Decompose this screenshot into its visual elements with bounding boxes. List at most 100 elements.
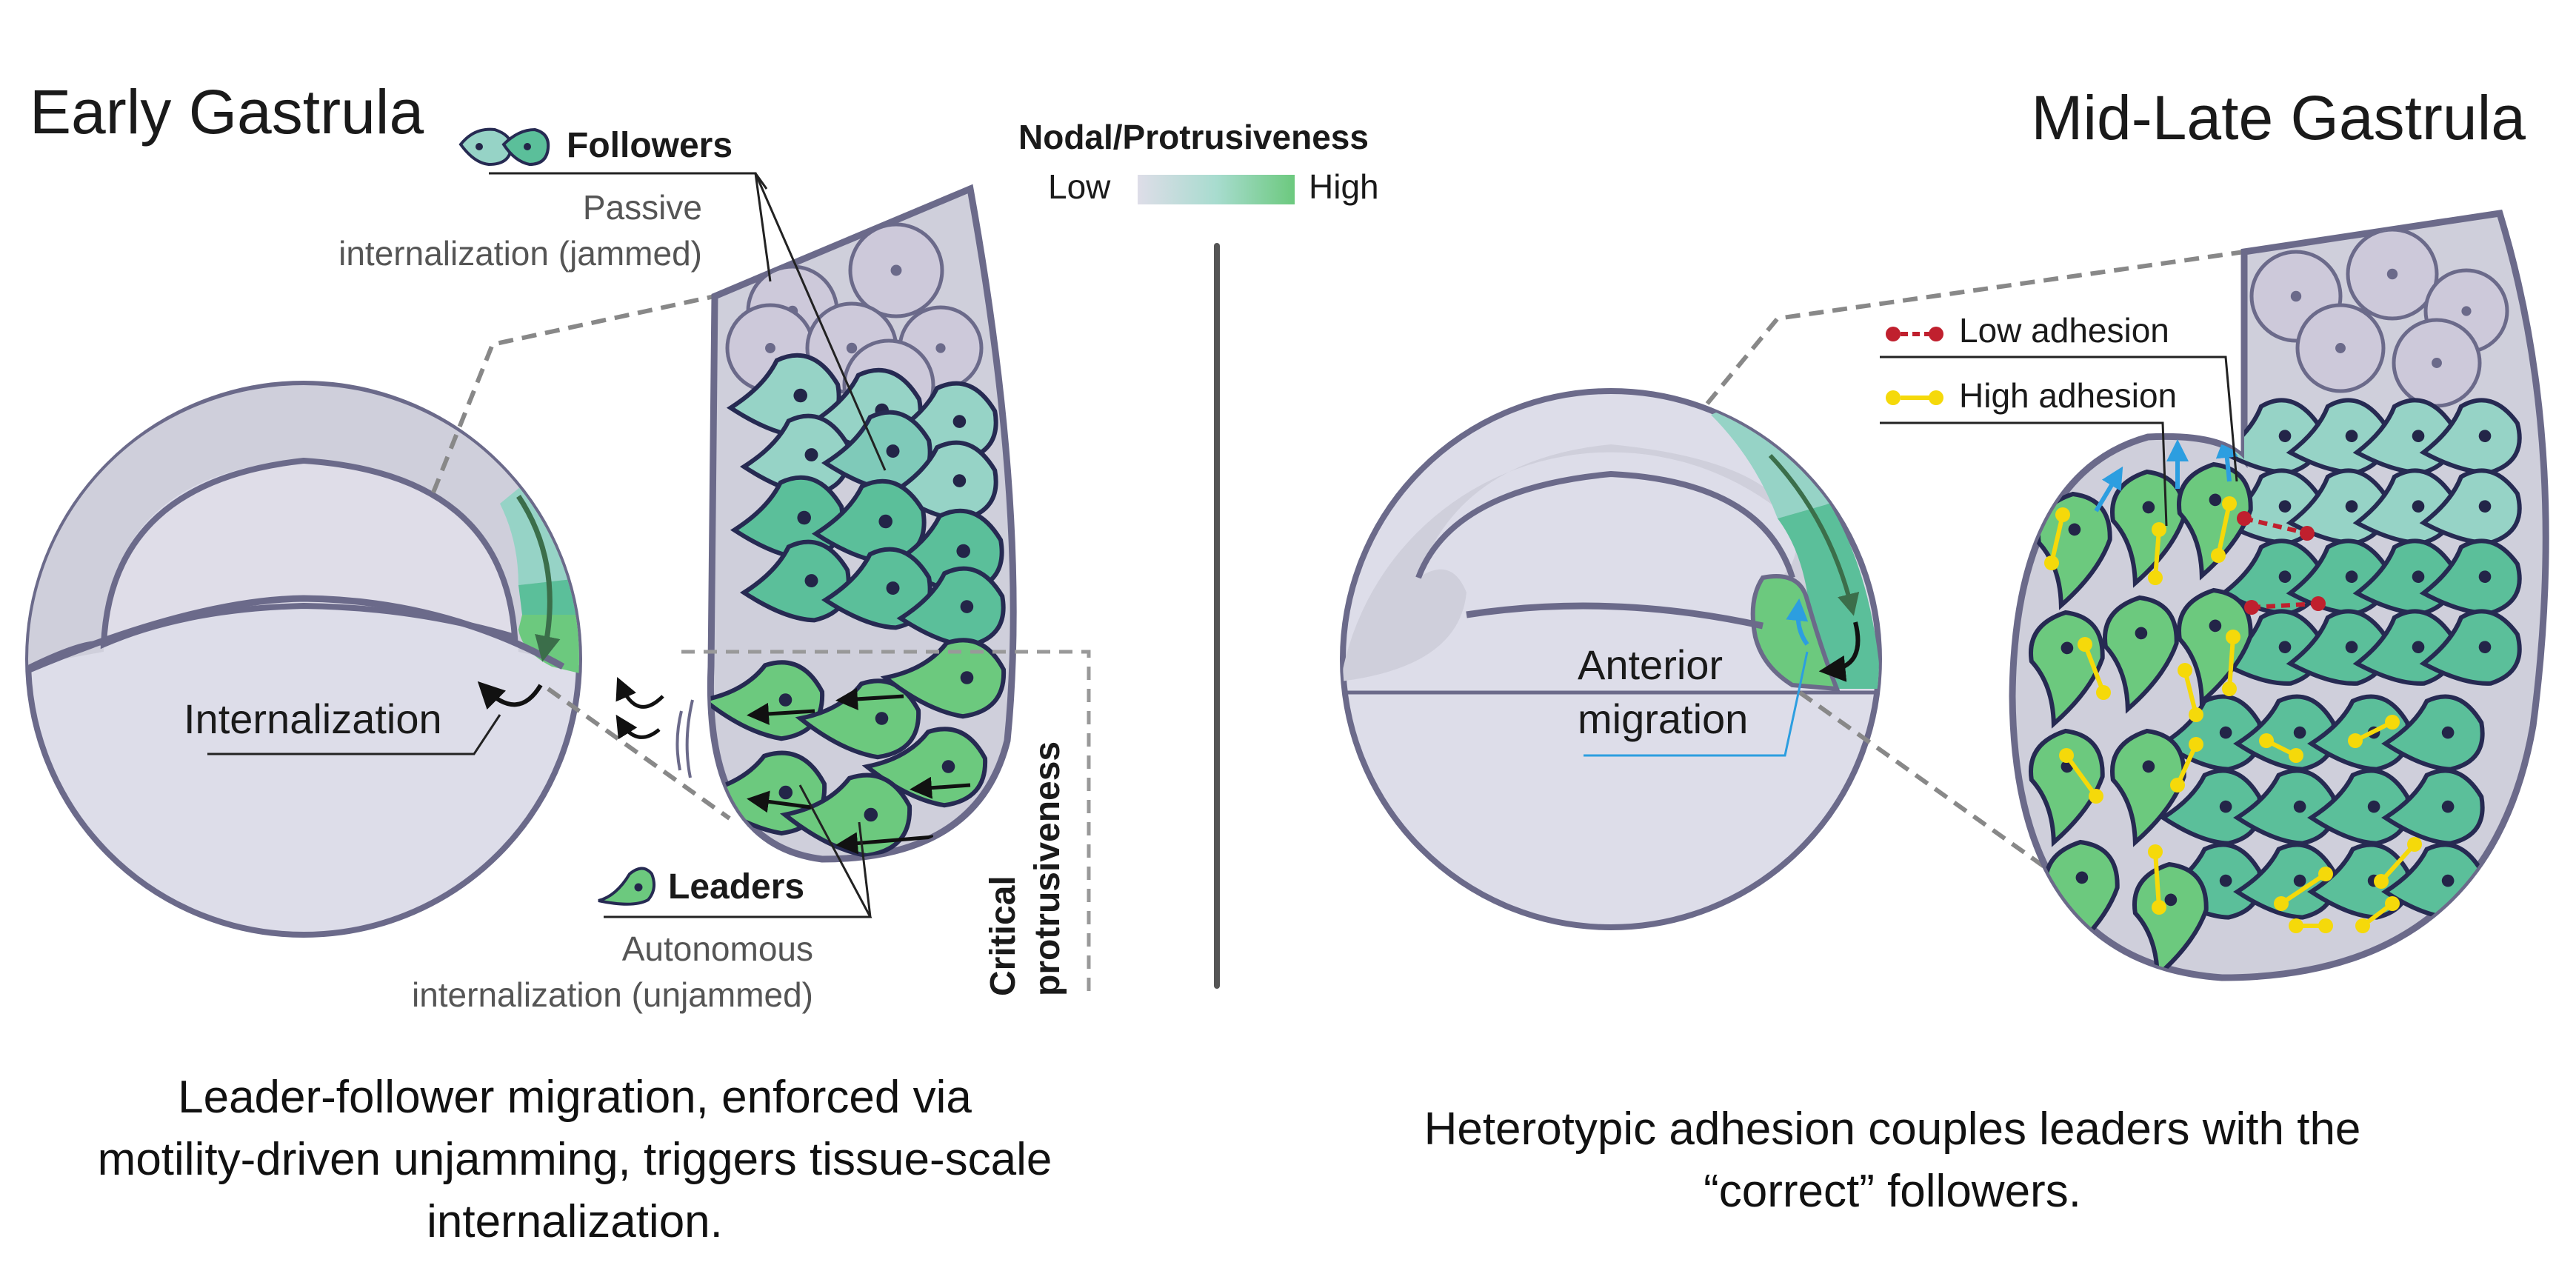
high-adhesion-link <box>2379 842 2417 884</box>
left-panel: Early Gastrula Internalization <box>25 77 1091 1247</box>
yolk-boundary <box>1466 602 1764 630</box>
adhesion-node <box>2096 685 2111 700</box>
blastoderm-cap <box>28 385 579 667</box>
left-caption-line: internalization. <box>427 1196 723 1247</box>
follower-cell <box>739 539 851 623</box>
leader-mesendoderm <box>1750 574 1841 692</box>
adhesion-node <box>2407 837 2422 852</box>
nucleus <box>890 264 902 276</box>
nucleus <box>886 444 900 458</box>
nucleus <box>2345 430 2358 442</box>
nucleus <box>2335 343 2346 353</box>
leader-cell <box>710 660 825 741</box>
nucleus <box>2293 726 2306 739</box>
adhesion-node <box>2170 778 2185 793</box>
internalization-leader-line <box>207 714 501 755</box>
nucleus <box>797 510 811 525</box>
internalization-label: Internalization <box>184 695 442 742</box>
late-cell-cluster <box>2009 209 2549 981</box>
high-adhesion-link <box>2175 743 2198 787</box>
low-adhesion-link <box>2243 516 2308 535</box>
nucleus <box>778 785 793 800</box>
left-caption-line: motility-driven unjamming, triggers tiss… <box>98 1134 1052 1185</box>
nucleus <box>2219 726 2232 739</box>
migration-arrow <box>835 832 934 855</box>
adhesion-node <box>2211 548 2226 563</box>
zoom-guide-bottom <box>547 687 731 821</box>
nucleus <box>956 544 970 558</box>
adhesion-node <box>2148 570 2163 585</box>
adhesion-node <box>2222 681 2237 696</box>
low-adhesion-link <box>2251 601 2319 610</box>
adhesion-node <box>2078 637 2092 652</box>
round-cell <box>848 222 944 318</box>
leader-icon <box>598 867 656 906</box>
adhesion-node <box>2059 748 2074 763</box>
nucleus <box>2278 430 2292 442</box>
protrusion-arrow <box>2094 466 2123 513</box>
early-cell-column <box>707 184 1017 863</box>
leader-cell <box>2177 461 2253 581</box>
adhesion-node <box>2226 630 2240 644</box>
nucleus <box>2209 619 2222 633</box>
nucleus <box>765 343 775 353</box>
high-adhesion-link <box>2216 503 2232 556</box>
nucleus <box>2478 500 2492 513</box>
blastocoel <box>100 457 518 650</box>
adhesion-node <box>2374 874 2389 889</box>
nucleus <box>952 415 967 428</box>
follower-cell <box>2307 768 2411 846</box>
left-caption-line: Leader-follower migration, enforced via <box>178 1072 972 1123</box>
high-adhesion-icon <box>1886 390 1943 405</box>
nucleus <box>2290 290 2302 302</box>
adhesion-node <box>2274 896 2289 911</box>
followers-desc-line2: internalization (jammed) <box>338 234 702 273</box>
nucleus <box>878 514 892 529</box>
nucleus <box>2412 570 2425 583</box>
adhesion-node <box>2089 789 2103 804</box>
follower-mid-icon <box>501 127 550 167</box>
turn-arrow <box>1818 621 1861 682</box>
low-adhesion-label: Low adhesion <box>1959 311 2169 350</box>
involution-arrow <box>516 495 561 662</box>
high-adhesion-link <box>2280 872 2327 906</box>
leader-cell <box>2103 595 2179 714</box>
high-adhesion-link <box>2227 636 2235 690</box>
nucleus <box>2293 800 2306 813</box>
low-adhesion-pointer <box>1880 356 2238 482</box>
right-caption-line: “correct” followers. <box>1704 1166 2081 1217</box>
left-panel-title: Early Gastrula <box>30 77 424 147</box>
follower-cell <box>821 547 932 630</box>
legend-gradient-bar <box>1138 175 1295 204</box>
blastocoel-roof <box>1415 470 1795 579</box>
migration-arrow <box>910 776 971 799</box>
migration-arrow <box>747 702 815 725</box>
adhesion-node <box>2385 896 2400 911</box>
adhesion-node <box>2289 918 2303 933</box>
followers-pointer-line-2 <box>754 173 887 471</box>
leader-cell <box>2177 587 2253 707</box>
adhesion-node <box>2152 900 2166 915</box>
yolk-boundary <box>28 595 565 676</box>
adhesion-node <box>2055 507 2070 522</box>
adhesion-node <box>2148 844 2163 859</box>
leaders-legend: Leaders Autonomous internalization (unja… <box>412 784 872 1014</box>
right-panel-title: Mid-Late Gastrula <box>2031 83 2526 153</box>
anterior-label-line2: migration <box>1578 695 1748 742</box>
adhesion-node <box>2355 918 2370 933</box>
nucleus <box>2441 726 2455 739</box>
motion-arrow-2 <box>615 714 661 740</box>
nucleus <box>2135 627 2148 640</box>
nucleus <box>2293 874 2306 887</box>
nucleus <box>2386 268 2398 280</box>
zoom-guide-bottom <box>1798 690 2098 906</box>
follower-cell <box>2233 842 2337 920</box>
high-adhesion-link <box>2183 670 2198 715</box>
zoom-guide-top <box>1705 250 2245 405</box>
nucleus <box>2345 641 2358 653</box>
critical-protrusiveness-bracket <box>681 650 1091 1000</box>
adhesion-node <box>2152 522 2166 537</box>
protrusion-arrow <box>2215 436 2238 482</box>
adhesion-node <box>2222 496 2237 511</box>
follower-cell <box>2419 609 2522 686</box>
